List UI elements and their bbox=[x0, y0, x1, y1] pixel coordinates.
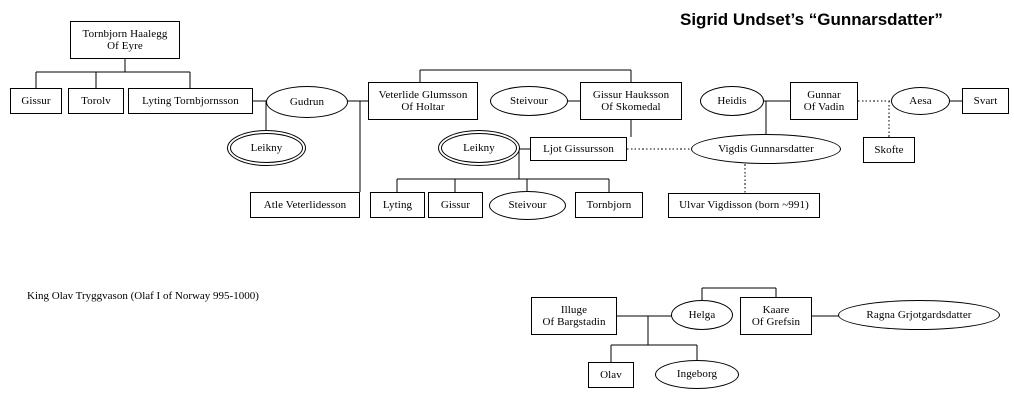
node-label: Leikny bbox=[463, 141, 495, 154]
node-heidis[interactable]: Heidis bbox=[700, 86, 764, 116]
node-leikny_2[interactable]: Leikny bbox=[441, 133, 517, 163]
node-ljot_gissursson[interactable]: Ljot Gissursson bbox=[530, 137, 627, 161]
node-label: Vigdis Gunnarsdatter bbox=[718, 142, 814, 155]
node-label: Atle Veterlidesson bbox=[263, 198, 347, 211]
node-label: Ingeborg bbox=[676, 368, 718, 381]
chart-title: Sigrid Undset’s “Gunnarsdatter” bbox=[680, 10, 943, 29]
node-label: Steivour bbox=[508, 199, 547, 212]
node-label: Tornbjorn Haalegg Of Eyre bbox=[82, 27, 168, 52]
node-label: Olav bbox=[600, 368, 622, 381]
node-gunnar_of_vadin[interactable]: Gunnar Of Vadin bbox=[790, 82, 858, 120]
node-label: Tornbjorn bbox=[586, 198, 632, 211]
node-gissur_2[interactable]: Gissur bbox=[428, 192, 483, 218]
node-label: Helga bbox=[688, 308, 716, 321]
node-olav[interactable]: Olav bbox=[588, 362, 634, 388]
node-lyting_tornbjornsson[interactable]: Lyting Tornbjornsson bbox=[128, 88, 253, 114]
node-ragna_grjotgardsdatter[interactable]: Ragna Grjotgardsdatter bbox=[838, 300, 1000, 330]
node-gissur_hauksson[interactable]: Gissur Hauksson Of Skomedal bbox=[580, 82, 682, 120]
node-label: Ljot Gissursson bbox=[543, 142, 614, 155]
node-vigdis_gunnarsdatter[interactable]: Vigdis Gunnarsdatter bbox=[691, 134, 841, 164]
node-label: Skofte bbox=[874, 143, 904, 156]
node-tornbjorn_haalegg[interactable]: Tornbjorn Haalegg Of Eyre bbox=[70, 21, 180, 59]
node-label: Gudrun bbox=[289, 95, 325, 108]
node-label: Lyting bbox=[382, 198, 413, 211]
node-label: Gunnar Of Vadin bbox=[803, 88, 845, 113]
node-lyting_2[interactable]: Lyting bbox=[370, 192, 425, 218]
node-label: Gissur bbox=[21, 94, 51, 107]
node-steivour_2[interactable]: Steivour bbox=[489, 191, 566, 220]
node-veterlide_glumsson[interactable]: Veterlide Glumsson Of Holtar bbox=[368, 82, 478, 120]
node-label: Steivour bbox=[509, 94, 549, 107]
node-label: Illuge Of Bargstadin bbox=[542, 303, 606, 328]
node-illuge_of_bargstadin[interactable]: Illuge Of Bargstadin bbox=[531, 297, 617, 335]
node-label: Veterlide Glumsson Of Holtar bbox=[378, 88, 468, 113]
node-helga[interactable]: Helga bbox=[671, 300, 733, 330]
node-label: Gissur bbox=[440, 198, 471, 211]
node-label: Leikny bbox=[250, 141, 283, 154]
node-label: Gissur Hauksson Of Skomedal bbox=[592, 88, 670, 113]
node-label: Torolv bbox=[81, 94, 111, 107]
node-atle_veterlidesson[interactable]: Atle Veterlidesson bbox=[250, 192, 360, 218]
node-gudrun[interactable]: Gudrun bbox=[266, 86, 348, 118]
node-label: Ragna Grjotgardsdatter bbox=[866, 308, 972, 321]
node-svart[interactable]: Svart bbox=[962, 88, 1009, 114]
node-steivour_1[interactable]: Steivour bbox=[490, 86, 568, 116]
chart-footnote: King Olav Tryggvason (Olaf I of Norway 9… bbox=[27, 290, 259, 302]
node-label: Aesa bbox=[909, 94, 932, 107]
node-gissur_1[interactable]: Gissur bbox=[10, 88, 62, 114]
node-label: Ulvar Vigdisson (born ~991) bbox=[679, 199, 809, 212]
node-skofte[interactable]: Skofte bbox=[863, 137, 915, 163]
node-aesa[interactable]: Aesa bbox=[891, 87, 950, 115]
node-kaare_of_grefsin[interactable]: Kaare Of Grefsin bbox=[740, 297, 812, 335]
node-torolv[interactable]: Torolv bbox=[68, 88, 124, 114]
node-label: Heidis bbox=[717, 94, 747, 107]
node-ulvar_vigdisson[interactable]: Ulvar Vigdisson (born ~991) bbox=[668, 193, 820, 218]
node-leikny_1[interactable]: Leikny bbox=[230, 133, 303, 163]
node-label: Svart bbox=[973, 94, 998, 107]
node-label: Kaare Of Grefsin bbox=[751, 303, 801, 328]
node-label: Lyting Tornbjornsson bbox=[142, 94, 239, 107]
node-ingeborg[interactable]: Ingeborg bbox=[655, 360, 739, 389]
node-tornbjorn_2[interactable]: Tornbjorn bbox=[575, 192, 643, 218]
